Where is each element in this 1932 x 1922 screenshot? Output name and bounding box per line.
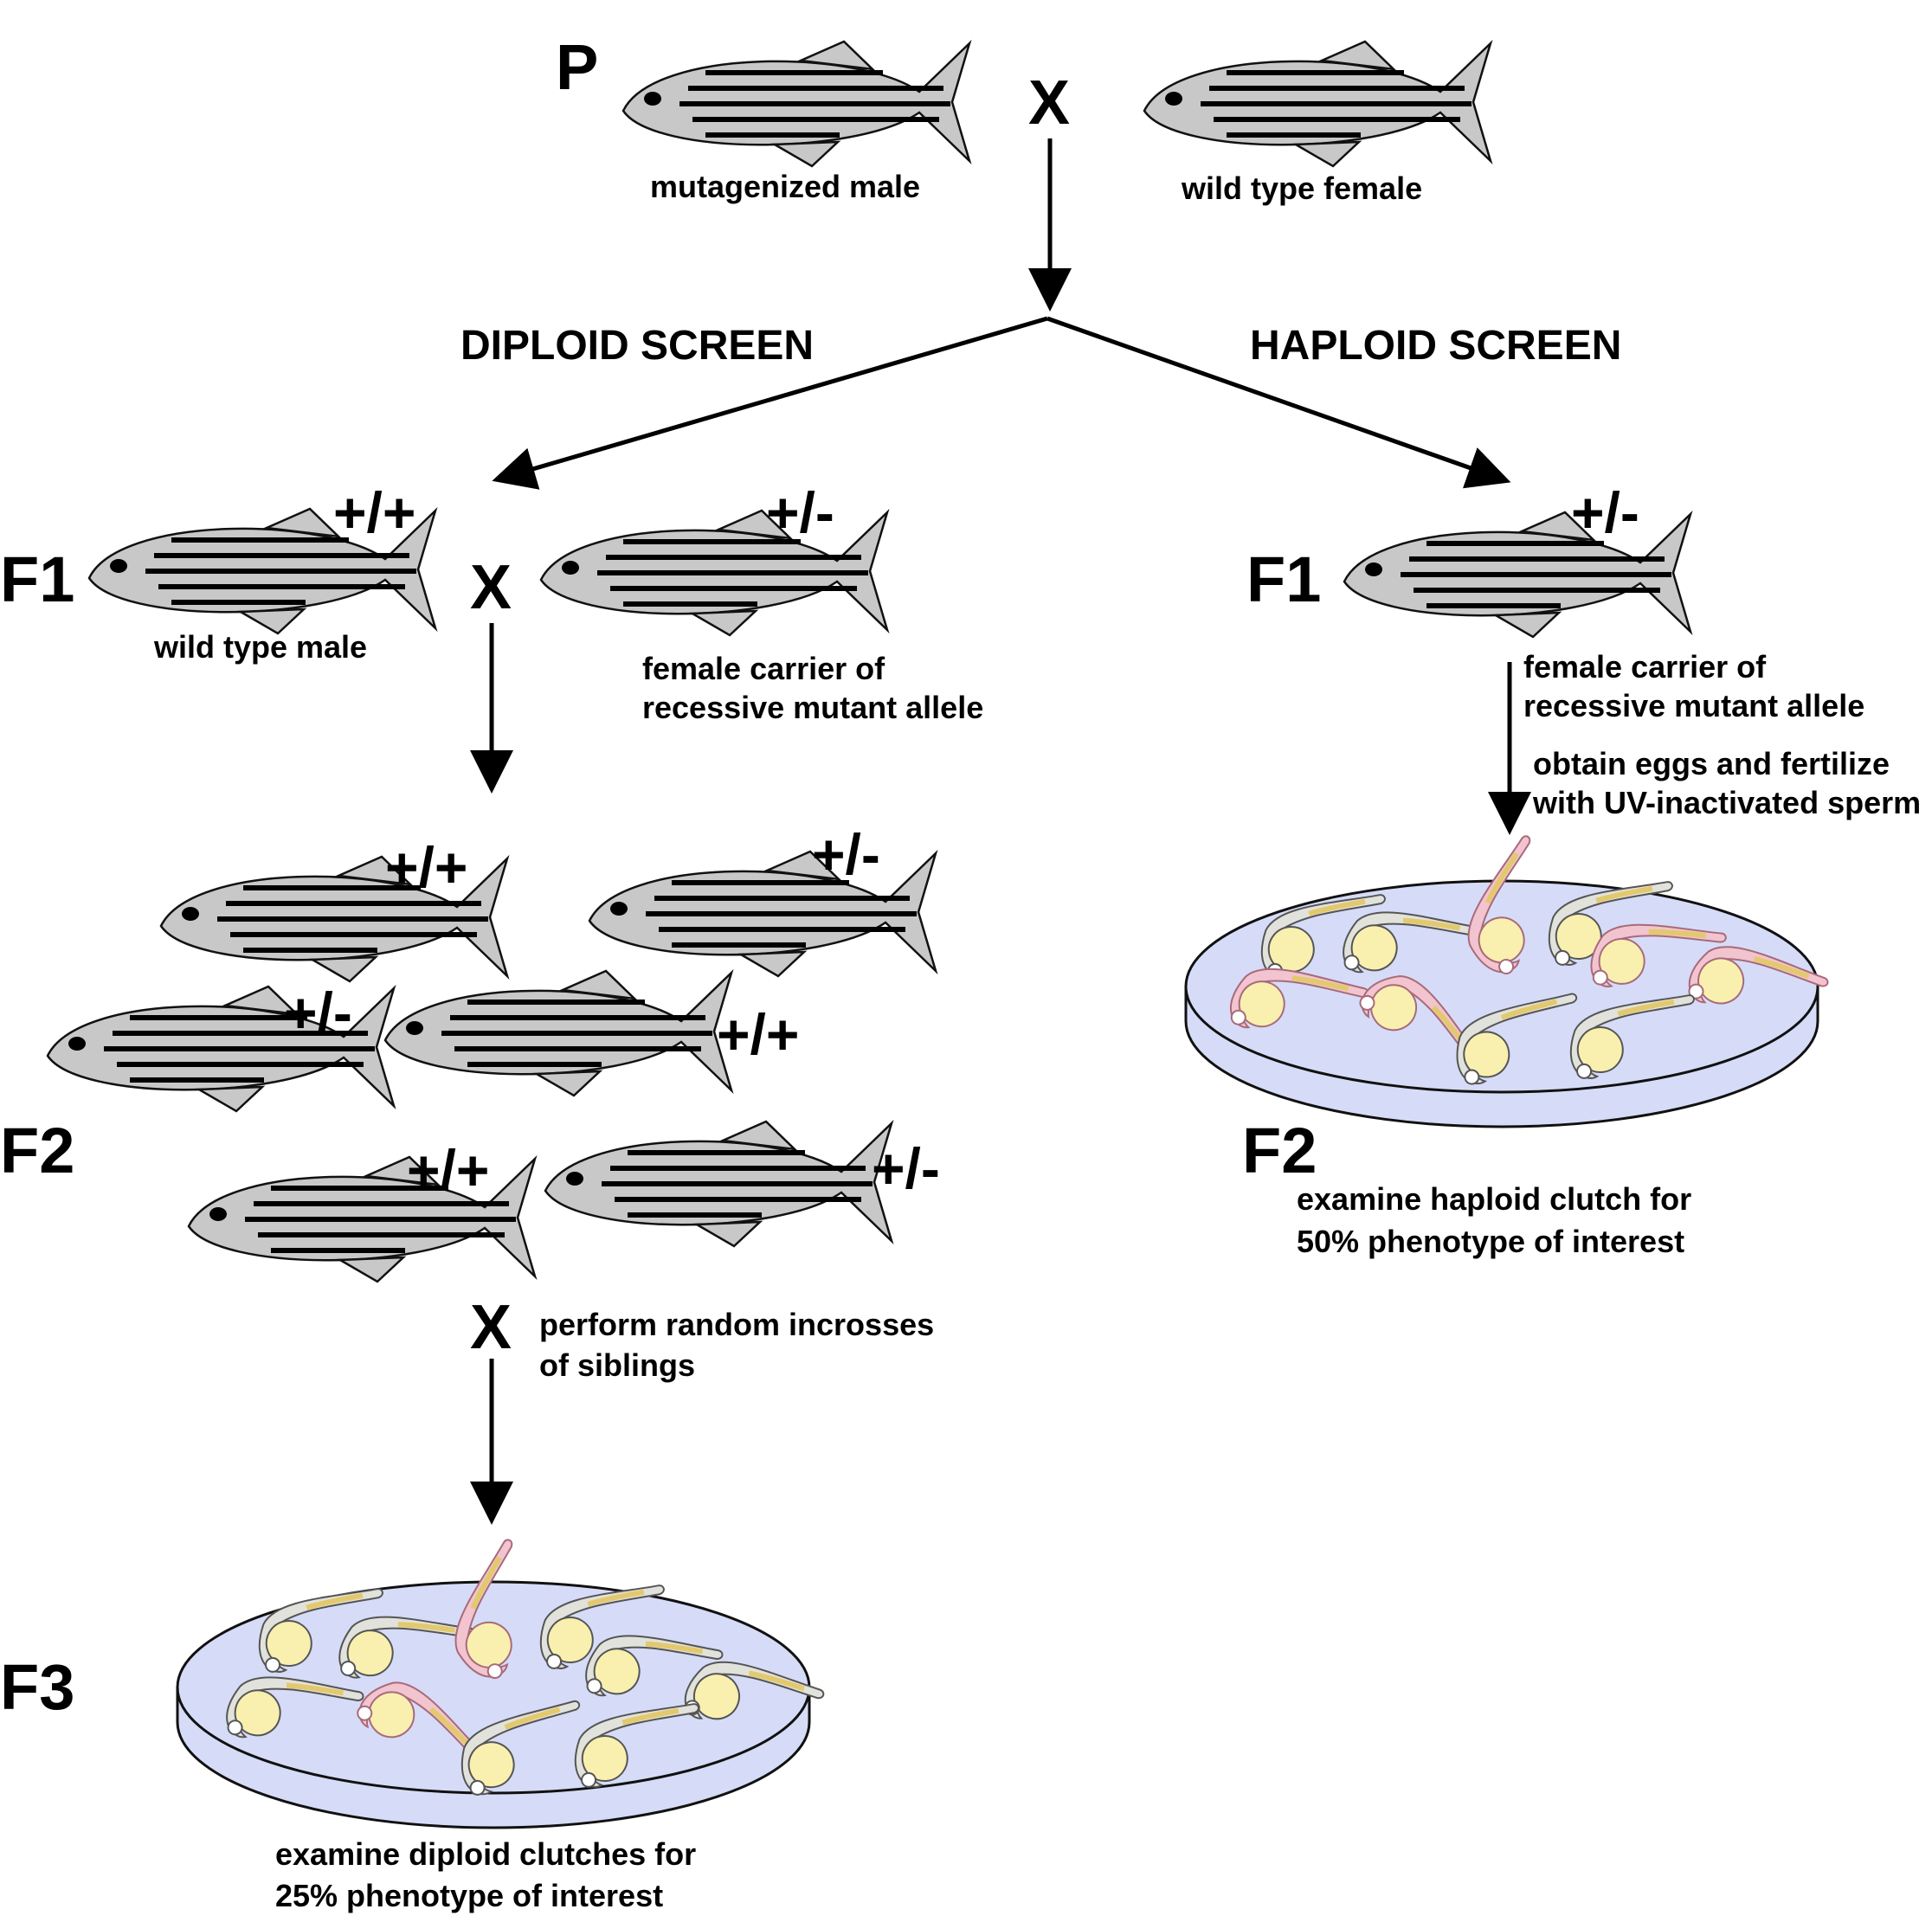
generation-label-p: P — [556, 31, 598, 103]
f2-genotype: +/+ — [717, 1002, 799, 1066]
f2-genotype: +/+ — [407, 1138, 489, 1202]
diploid-screen-heading: DIPLOID SCREEN — [460, 323, 814, 369]
f1-wild-type-male-label: wild type male — [153, 629, 367, 665]
diploid-result-line1: examine diploid clutches for — [275, 1836, 696, 1872]
branch-left-arrow — [492, 316, 1048, 490]
f2-genotype: +/+ — [385, 835, 467, 899]
f1-female-genotype: +/- — [766, 480, 834, 544]
incross-label-line2: of siblings — [539, 1347, 695, 1383]
haploid-step-line2: with UV-inactivated sperm — [1532, 785, 1921, 820]
f1-female-label-line1: female carrier of — [642, 651, 886, 686]
branch-right-arrow — [1046, 316, 1511, 489]
f1-haploid-label-line2: recessive mutant allele — [1523, 688, 1864, 723]
haploid-screen-heading: HAPLOID SCREEN — [1250, 323, 1621, 369]
f2-genotype: +/- — [872, 1136, 940, 1200]
generation-label-f2-right: F2 — [1242, 1115, 1317, 1186]
generation-label-f1-right: F1 — [1246, 543, 1321, 615]
f1-male-genotype: +/+ — [333, 480, 415, 544]
cross-symbol-p: X — [1028, 68, 1070, 138]
f1-haploid-label-line1: female carrier of — [1523, 649, 1767, 685]
f2-fish — [385, 971, 731, 1096]
generation-label-f1-left: F1 — [0, 543, 74, 615]
f2-genotype: +/- — [812, 822, 880, 886]
f1-haploid-genotype: +/- — [1571, 480, 1639, 544]
mutagenized-male-label: mutagenized male — [650, 169, 920, 204]
incross-label-line1: perform random incrosses — [539, 1307, 934, 1342]
f2-fish — [589, 852, 936, 976]
cross-symbol-f2: X — [470, 1293, 512, 1362]
haploid-result-line2: 50% phenotype of interest — [1297, 1224, 1684, 1259]
mutagenized-male-fish — [623, 42, 969, 166]
f2-fish — [545, 1122, 892, 1246]
f2-genotype: +/- — [284, 980, 352, 1045]
f1-carrier-female-fish — [541, 511, 887, 635]
haploid-step-line1: obtain eggs and fertilize — [1533, 746, 1890, 781]
wild-type-female-fish — [1144, 42, 1491, 166]
generation-label-f2-left: F2 — [0, 1115, 74, 1186]
haploid-result-line1: examine haploid clutch for — [1297, 1181, 1691, 1217]
cross-symbol-f1: X — [470, 553, 512, 622]
f1-female-label-line2: recessive mutant allele — [642, 690, 983, 725]
diploid-result-line2: 25% phenotype of interest — [275, 1878, 663, 1913]
wild-type-female-label: wild type female — [1181, 170, 1422, 206]
generation-label-f3: F3 — [0, 1651, 74, 1723]
